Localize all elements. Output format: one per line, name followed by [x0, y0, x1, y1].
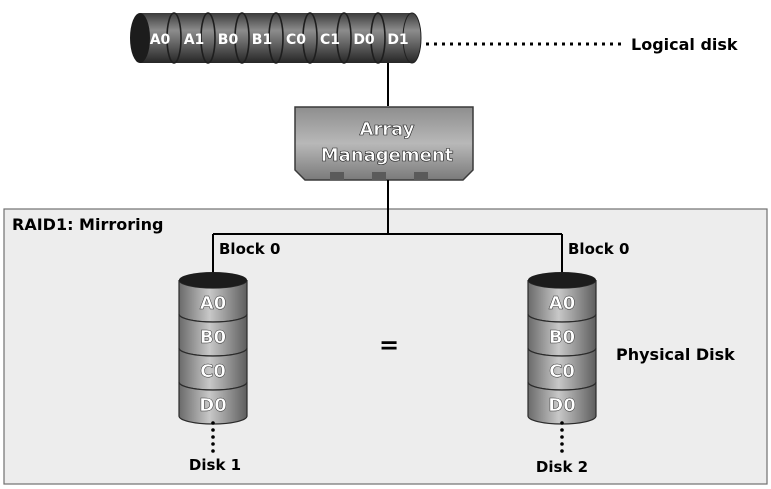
- logical-disk-segment-label: A0: [150, 32, 171, 48]
- disk-segment-label: A0: [549, 293, 575, 314]
- disk-segment-label: B0: [549, 327, 575, 348]
- disk1-continuation-dots: [211, 421, 215, 453]
- disk-segment: [527, 381, 597, 425]
- array-management-line2: Management: [321, 145, 454, 166]
- logical-disk-separator: [302, 12, 318, 64]
- logical-disk-separator: [200, 12, 216, 64]
- disk1-block-label: Block 0: [219, 240, 280, 258]
- raid-panel: [3, 208, 768, 485]
- logical-disk-segment-label: D0: [353, 32, 375, 48]
- disk2-name: Disk 2: [536, 458, 588, 476]
- logical-disk-separator: [370, 12, 386, 64]
- equals-sign: =: [379, 331, 399, 359]
- disk2-continuation-dots: [560, 421, 564, 453]
- logical-disk-segment-label: B1: [252, 32, 272, 48]
- disk-segment: [178, 381, 248, 425]
- logical-disk-segment-label: C0: [286, 32, 306, 48]
- logical-disk: A0 A1 B0 B1 C0 C1 D0 D1: [130, 12, 422, 64]
- disk-top-cap: [528, 272, 596, 288]
- disk2-block-label: Block 0: [568, 240, 629, 258]
- disk1-name: Disk 1: [189, 456, 241, 474]
- logical-disk-segment-label: A1: [184, 32, 205, 48]
- logical-disk-segment-label: B0: [218, 32, 239, 48]
- disk-segment-label: C0: [549, 361, 575, 382]
- disk-top-cap: [179, 272, 247, 288]
- logical-disk-separator: [336, 12, 352, 64]
- disk-segment-label: D0: [548, 395, 575, 416]
- logical-disk-separator: [166, 12, 182, 64]
- logical-disk-separator: [234, 12, 250, 64]
- physical-disk-label: Physical Disk: [616, 345, 735, 364]
- disk-segment-label: A0: [200, 293, 226, 314]
- raid-title: RAID1: Mirroring: [12, 215, 163, 234]
- disk-segment-label: D0: [199, 395, 226, 416]
- array-management-block: Array Management: [294, 106, 474, 181]
- logical-disk-segment-label: D1: [387, 32, 408, 48]
- array-management-line1: Array: [359, 119, 414, 140]
- disk-segment-label: B0: [200, 327, 226, 348]
- logical-disk-separator: [268, 12, 284, 64]
- logical-disk-segment-label: C1: [320, 32, 340, 48]
- logical-disk-label: Logical disk: [631, 35, 738, 54]
- disk-segment-label: C0: [200, 361, 226, 382]
- logical-disk-end-left: [130, 13, 150, 63]
